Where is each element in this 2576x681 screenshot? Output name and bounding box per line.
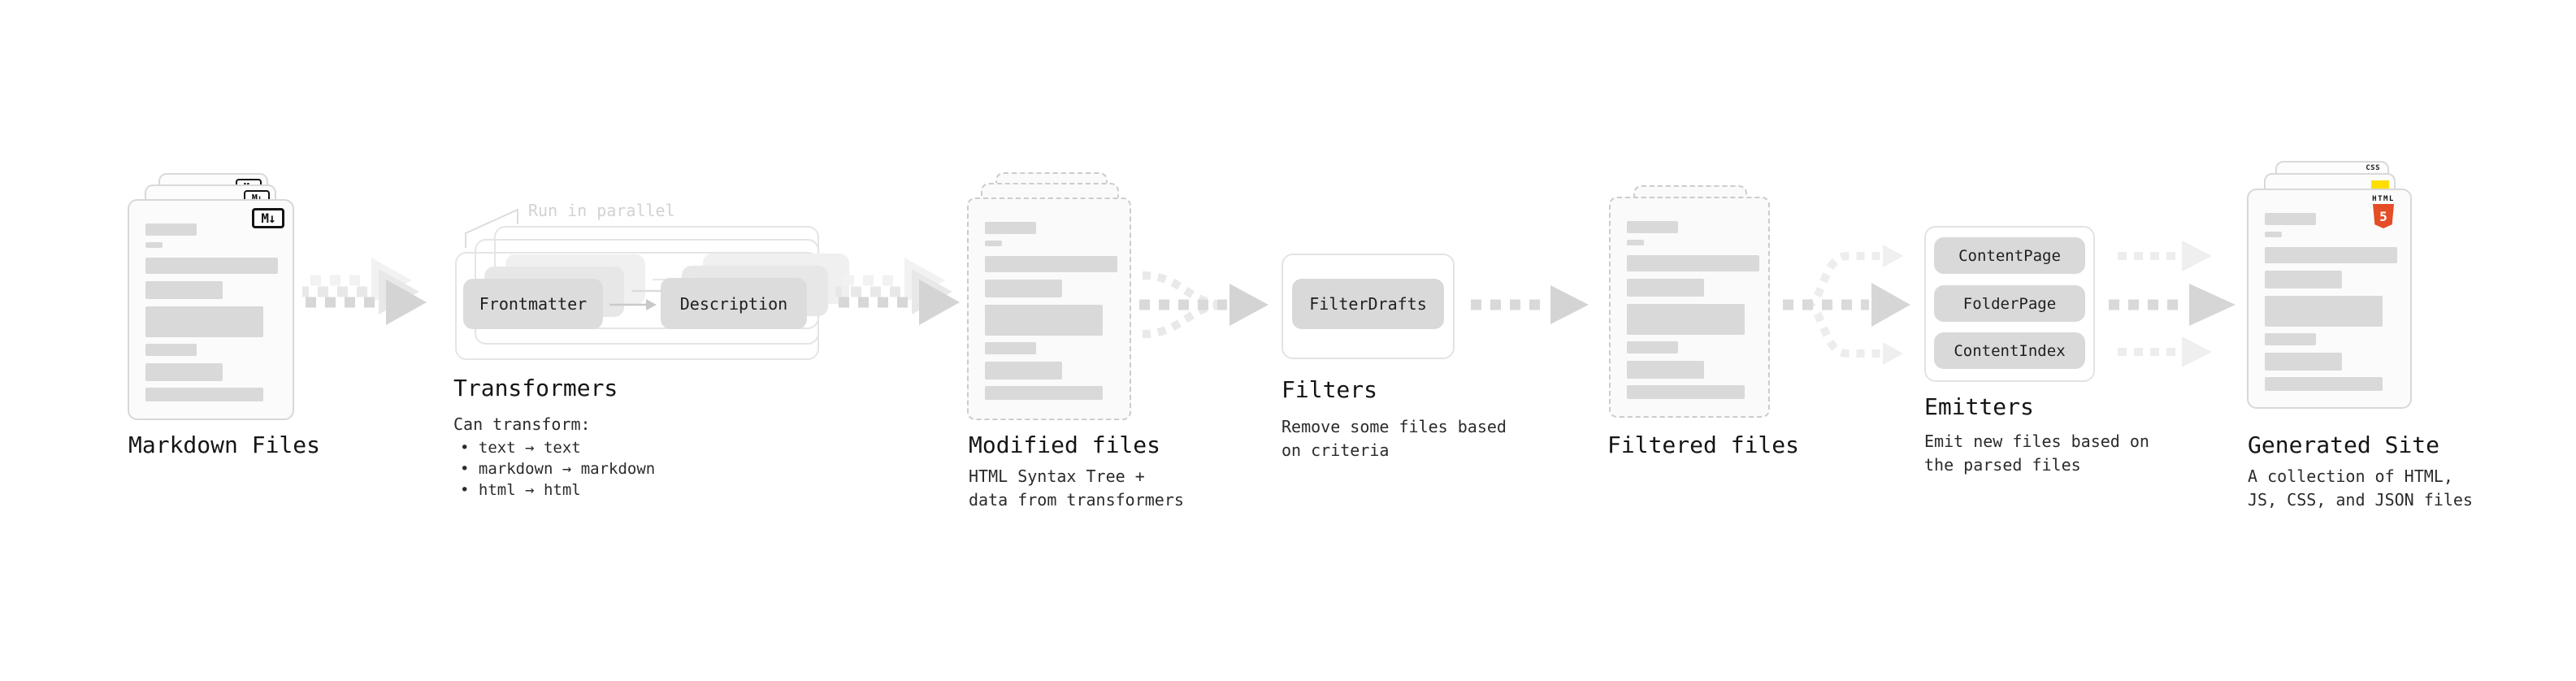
- filters-title: Filters: [1281, 376, 1378, 403]
- generated-site-desc: A collection of HTML, JS, CSS, and JSON …: [2248, 465, 2473, 512]
- generated-site-desc-line1: A collection of HTML,: [2248, 466, 2453, 486]
- flow-arrow-transformers-to-modified: [835, 258, 960, 325]
- skeleton-line: [2265, 271, 2342, 288]
- generated-site-desc-line2: JS, CSS, and JSON files: [2248, 490, 2473, 510]
- flow-arrow-modified-to-filters: [1139, 271, 1268, 338]
- filters-desc-line2: on criteria: [1281, 440, 1390, 460]
- html5-icon-word: HTML: [2372, 195, 2395, 203]
- emitters-desc: Emit new files based on the parsed files: [1924, 430, 2149, 477]
- skeleton-line: [985, 222, 1036, 234]
- skeleton-line: [1627, 361, 1704, 379]
- filtered-files-title: Filtered files: [1607, 432, 1800, 458]
- skeleton-line: [2265, 353, 2342, 371]
- skeleton-line: [145, 363, 223, 381]
- html5-icon-shield: 5: [2373, 204, 2394, 228]
- skeleton-line: [145, 258, 278, 274]
- flow-arrow-contentpage-to-site: [2118, 241, 2212, 271]
- flow-arrow-filters-to-filtered: [1471, 285, 1589, 324]
- content-page-pill: ContentPage: [1934, 237, 2085, 274]
- skeleton-line: [2265, 213, 2316, 225]
- emitters-desc-line2: the parsed files: [1924, 455, 2081, 475]
- skeleton-line: [2265, 333, 2316, 345]
- skeleton-line: [1627, 341, 1678, 354]
- transform-arrow-front: [609, 299, 657, 310]
- flow-arrow-contentindex-to-site: [2118, 336, 2212, 367]
- skeleton-line: [1627, 385, 1745, 399]
- modified-files-desc: HTML Syntax Tree + data from transformer…: [969, 465, 1184, 512]
- transformers-desc-heading: Can transform:: [453, 414, 591, 434]
- skeleton-line: [1627, 240, 1644, 245]
- content-index-pill: ContentIndex: [1934, 332, 2085, 369]
- javascript-icon: [2371, 180, 2389, 190]
- skeleton-line: [145, 306, 263, 337]
- bullet-text-to-text: • text → text: [460, 439, 581, 457]
- flow-arrow-markdown-to-transformers: [302, 258, 427, 325]
- skeleton-line: [1627, 221, 1678, 233]
- emitters-title: Emitters: [1924, 393, 2034, 420]
- run-in-parallel-label: Run in parallel: [528, 201, 675, 220]
- skeleton-line: [145, 344, 197, 356]
- filters-desc-line1: Remove some files based: [1281, 417, 1507, 436]
- modified-file-card-front: [967, 197, 1131, 420]
- skeleton-line: [145, 281, 223, 299]
- generated-site-title: Generated Site: [2248, 432, 2440, 458]
- filter-drafts-pill: FilterDrafts: [1292, 279, 1444, 329]
- skeleton-line: [985, 342, 1036, 354]
- flow-arrow-folderpage-to-site: [2109, 284, 2236, 326]
- html5-icon: HTML 5: [2366, 195, 2401, 228]
- description-pill: Description: [661, 278, 807, 329]
- modified-files-title: Modified files: [969, 432, 1161, 458]
- skeleton-line: [985, 280, 1062, 297]
- skeleton-line: [985, 305, 1103, 336]
- frontmatter-pill: Frontmatter: [463, 279, 603, 329]
- skeleton-line: [985, 241, 1002, 246]
- skeleton-line: [1627, 255, 1759, 271]
- modified-files-desc-line1: HTML Syntax Tree +: [969, 466, 1145, 486]
- folder-page-pill: FolderPage: [1934, 285, 2085, 322]
- skeleton-line: [2265, 232, 2282, 237]
- skeleton-line: [2265, 377, 2383, 391]
- transformers-bullets: • text → text • markdown → markdown • ht…: [460, 437, 655, 501]
- callout-leader-line: [465, 208, 518, 248]
- skeleton-line: [985, 386, 1103, 400]
- modified-files-desc-line2: data from transformers: [969, 490, 1184, 510]
- transformers-title: Transformers: [453, 375, 618, 401]
- skeleton-line: [145, 242, 163, 248]
- skeleton-line: [1627, 304, 1745, 335]
- emitters-desc-line1: Emit new files based on: [1924, 432, 2149, 451]
- skeleton-line: [985, 362, 1062, 380]
- markdown-files-title: Markdown Files: [128, 432, 321, 458]
- flow-arrow-filtered-to-emitters: [1783, 245, 1910, 365]
- skeleton-line: [145, 388, 263, 401]
- skeleton-line: [985, 256, 1117, 272]
- bullet-markdown-to-markdown: • markdown → markdown: [460, 460, 656, 478]
- markdown-icon: M↓: [252, 208, 284, 228]
- filters-desc: Remove some files based on criteria: [1281, 415, 1507, 462]
- filtered-file-card-front: [1609, 197, 1770, 418]
- site-file-card-html: HTML 5: [2247, 189, 2412, 409]
- skeleton-line: [145, 223, 197, 236]
- markdown-file-card-front: M↓: [128, 199, 294, 420]
- skeleton-line: [1627, 279, 1704, 297]
- skeleton-line: [2265, 247, 2397, 263]
- skeleton-line: [2265, 296, 2383, 327]
- bullet-html-to-html: • html → html: [460, 481, 581, 499]
